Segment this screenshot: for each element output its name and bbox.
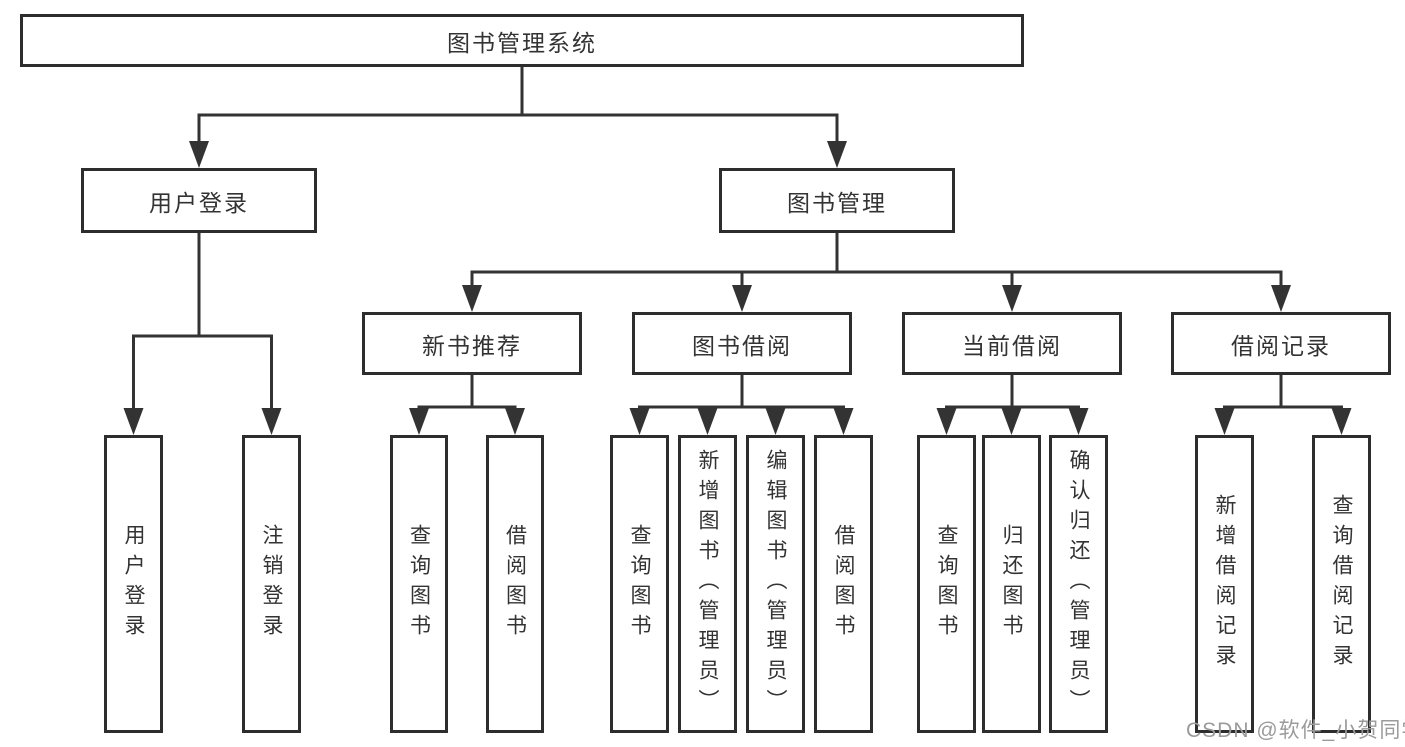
arrow-down-icon [1068, 408, 1089, 435]
csdn-watermark: CSDN @软件_小贺同学 [1186, 719, 1405, 742]
leaf-query-book: 查询图书 [917, 435, 976, 733]
node-book-borrow: 图书借阅 [632, 312, 852, 375]
arrow-down-icon [827, 141, 847, 168]
leaf-query-borrow-record: 查询借阅记录 [1312, 435, 1371, 733]
connector-current-borrow-to-leaves [945, 375, 1080, 417]
arrow-down-icon [833, 408, 854, 435]
arrow-down-icon [409, 408, 429, 435]
arrow-down-icon [123, 408, 144, 435]
arrow-down-icon [261, 408, 282, 435]
node-current-borrow: 当前借阅 [902, 312, 1122, 375]
arrow-down-icon [462, 285, 482, 312]
connector-book-borrow-to-leaves [638, 375, 845, 417]
connector-new-book-to-leaves [417, 375, 517, 417]
leaf-return-book: 归还图书 [982, 435, 1041, 733]
leaf-add-book-admin: 新增图书（管理员） [678, 435, 737, 733]
arrow-down-icon [189, 141, 209, 168]
arrow-down-icon [697, 408, 718, 435]
arrow-down-icon [1002, 285, 1022, 312]
node-user-login: 用户登录 [81, 168, 317, 233]
arrow-down-icon [505, 408, 525, 435]
leaf-query-book: 查询图书 [390, 435, 448, 733]
leaf-logout: 注销登录 [242, 435, 301, 733]
leaf-confirm-return-admin: 确认归还（管理员） [1049, 435, 1108, 733]
arrow-down-icon [1214, 408, 1235, 435]
node-new-book-recommend: 新书推荐 [362, 312, 582, 375]
node-book-management: 图书管理 [719, 168, 955, 233]
leaf-edit-book-admin: 编辑图书（管理员） [746, 435, 805, 733]
leaf-query-book: 查询图书 [610, 435, 669, 733]
leaf-borrow-book: 借阅图书 [814, 435, 873, 733]
leaf-user-login: 用户登录 [104, 435, 163, 733]
connector-book-mgmt-to-level3 [470, 233, 1283, 292]
leaf-add-borrow-record: 新增借阅记录 [1195, 435, 1254, 733]
arrow-down-icon [936, 408, 957, 435]
arrow-down-icon [1331, 408, 1352, 435]
connector-root-to-level2 [197, 67, 839, 148]
leaf-borrow-book: 借阅图书 [486, 435, 544, 733]
node-library-system: 图书管理系统 [20, 14, 1024, 67]
arrow-down-icon [1001, 408, 1022, 435]
connector-user-login-to-leaves [132, 233, 273, 415]
arrow-down-icon [629, 408, 650, 435]
arrow-down-icon [1271, 285, 1291, 312]
connector-borrow-record-to-leaves [1223, 375, 1343, 417]
arrow-down-icon [765, 408, 786, 435]
arrow-down-icon [732, 285, 752, 312]
node-borrow-record: 借阅记录 [1171, 312, 1391, 375]
